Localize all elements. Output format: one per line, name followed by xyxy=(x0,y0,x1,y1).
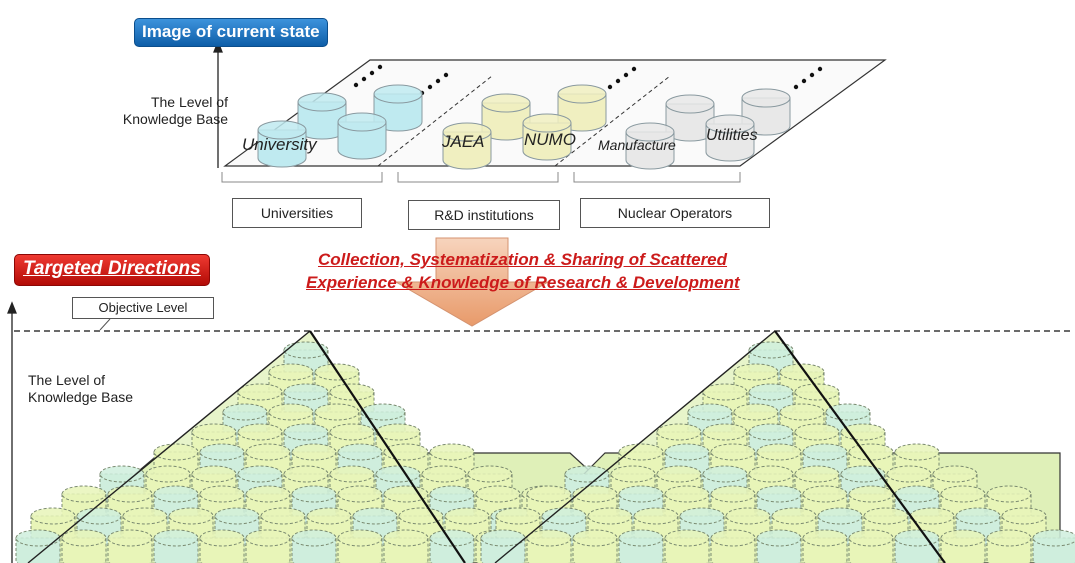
cylinder-8 xyxy=(665,94,715,142)
objective-level-label: Objective Level xyxy=(72,297,214,319)
group-brackets xyxy=(221,172,741,183)
stack-cylinder xyxy=(618,529,664,563)
down-arrow xyxy=(394,237,550,327)
stack-cylinder xyxy=(802,529,848,563)
stack-cylinder xyxy=(986,529,1032,563)
stack-cylinder xyxy=(940,529,986,563)
target-pyramids xyxy=(15,330,1075,563)
stack-cylinder xyxy=(153,529,199,563)
cylinder-6 xyxy=(442,122,492,170)
stack-cylinder xyxy=(756,529,802,563)
stack-cylinder xyxy=(526,529,572,563)
pyramid-edge-left xyxy=(494,330,776,563)
stack-cylinder xyxy=(383,529,429,563)
stack-cylinder xyxy=(199,529,245,563)
cylinder-10 xyxy=(625,122,675,170)
platform-divider-2 xyxy=(554,75,671,167)
stack-cylinder xyxy=(337,529,383,563)
top-axis xyxy=(213,40,223,168)
headline-line-2: Experience & Knowledge of Research & Dev… xyxy=(306,273,740,292)
cylinder-7 xyxy=(522,113,572,161)
targeted-directions-tag: Targeted Directions xyxy=(14,254,210,286)
pyramid-edge-left xyxy=(27,330,311,563)
stack-cylinder xyxy=(61,529,107,563)
objective-callout-pointer xyxy=(99,318,111,331)
stack-cylinder xyxy=(15,529,61,563)
stack-cylinder xyxy=(245,529,291,563)
top-axis-label: The Level of Knowledge Base xyxy=(122,94,228,127)
stack-cylinder xyxy=(894,529,940,563)
stack-cylinder xyxy=(291,529,337,563)
group-box-nuclear-operators: Nuclear Operators xyxy=(580,198,770,228)
pyramid-edge-right xyxy=(309,330,466,563)
platform-divider-1 xyxy=(377,75,493,167)
cylinder-label-university: University xyxy=(242,135,317,154)
cylinder-4 xyxy=(481,93,531,141)
cylinder-label-utilities: Utilities xyxy=(706,127,758,144)
cylinder-label-jaea: JAEA xyxy=(442,132,485,151)
current-cylinders xyxy=(257,84,791,170)
pyramid-cylinders xyxy=(480,341,1075,563)
current-state-tag: Image of current state xyxy=(134,18,328,47)
cylinder-label-manufacture: Manufacture xyxy=(598,137,676,153)
stack-cylinder xyxy=(480,529,526,563)
stack-cylinder xyxy=(572,529,618,563)
pyramid-2 xyxy=(480,330,1075,563)
pyramid-edge-right xyxy=(774,330,946,563)
stack-cylinder xyxy=(429,529,475,563)
stack-cylinder xyxy=(710,529,756,563)
group-box-rd-institutions: R&D institutions xyxy=(408,200,560,230)
stack-cylinder xyxy=(848,529,894,563)
cylinder-3 xyxy=(337,112,387,160)
stack-cylinder xyxy=(1032,529,1075,563)
headline-line-1: Collection, Systematization & Sharing of… xyxy=(318,250,728,269)
cylinder-label-numo: NUMO xyxy=(524,130,576,149)
bottom-axis xyxy=(7,301,17,563)
stack-cylinder xyxy=(107,529,153,563)
group-box-universities: Universities xyxy=(232,198,362,228)
bottom-axis-label: The Level of Knowledge Base xyxy=(28,372,134,405)
stack-cylinder xyxy=(664,529,710,563)
cylinder-2 xyxy=(257,120,307,168)
cylinder-11 xyxy=(705,114,755,162)
